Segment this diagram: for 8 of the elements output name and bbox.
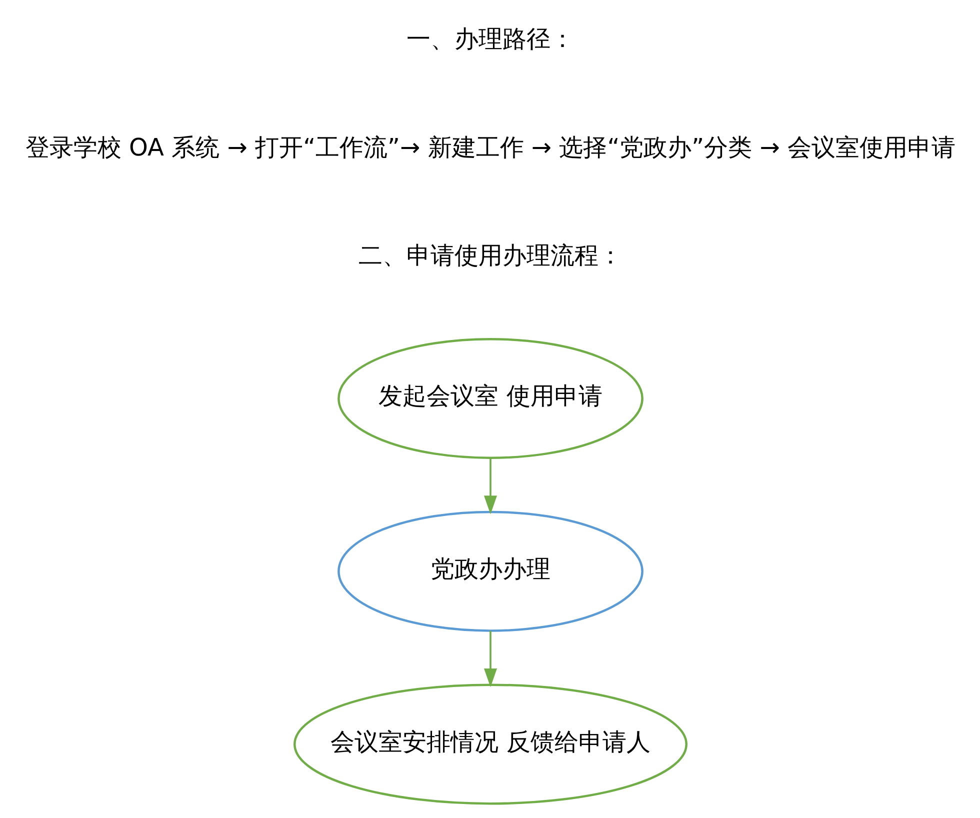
node-ellipse: 党政办办理 (337, 510, 643, 632)
node-ellipse: 发起会议室 使用申请 (337, 338, 643, 459)
label: 一、办理路径： (406, 25, 574, 54)
arrow (483, 458, 497, 514)
node-ellipse: 会议室安排情况 反馈给申请人 (293, 684, 687, 805)
label: 二、申请使用办理流程： (358, 242, 622, 270)
label: 登录学校 OA 系统 → 打开“工作流”→ 新建工作 → 选择“党政办”分类 → 会议室使用申请 (24, 133, 956, 162)
arrow (483, 630, 497, 688)
